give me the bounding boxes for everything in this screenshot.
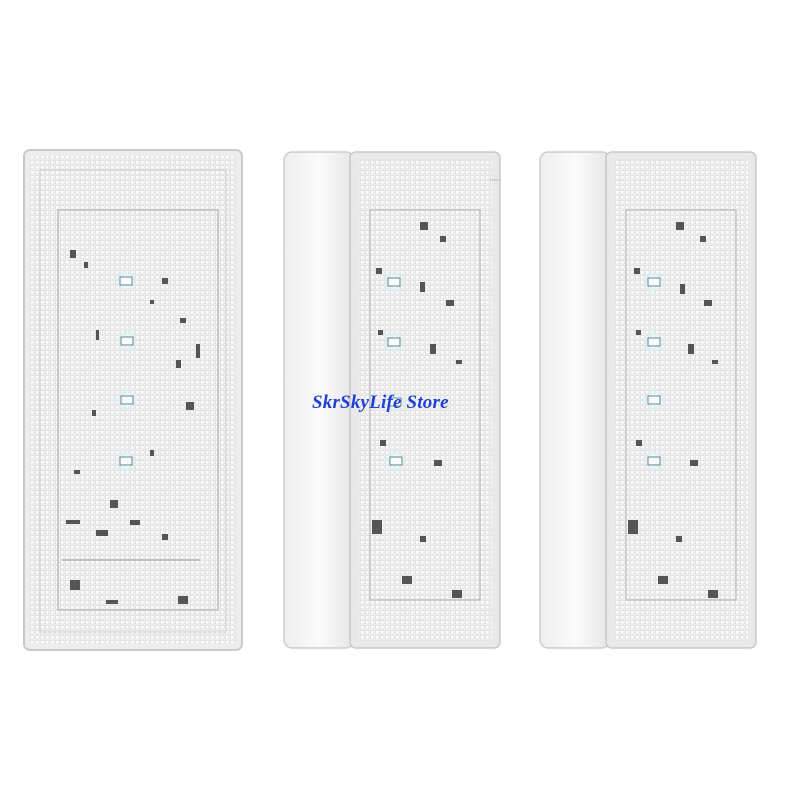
light-panel-3	[539, 151, 757, 649]
led-chip	[383, 271, 405, 293]
led-chip	[643, 450, 665, 472]
led-chip	[643, 389, 665, 411]
light-panel-1	[23, 149, 243, 651]
led-chip	[116, 389, 138, 411]
led-chip	[643, 331, 665, 353]
circuit-marks	[372, 222, 462, 598]
led-chip	[115, 270, 137, 292]
light-panel-2	[283, 151, 501, 649]
circuit-marks	[628, 222, 718, 598]
circuit-marks	[66, 250, 200, 604]
led-chip	[385, 450, 407, 472]
led-chip	[383, 331, 405, 353]
led-chip	[115, 450, 137, 472]
led-chip	[116, 330, 138, 352]
led-chip	[384, 391, 406, 413]
led-chip	[643, 271, 665, 293]
store-watermark: SkrSkyLife Store	[312, 392, 449, 413]
